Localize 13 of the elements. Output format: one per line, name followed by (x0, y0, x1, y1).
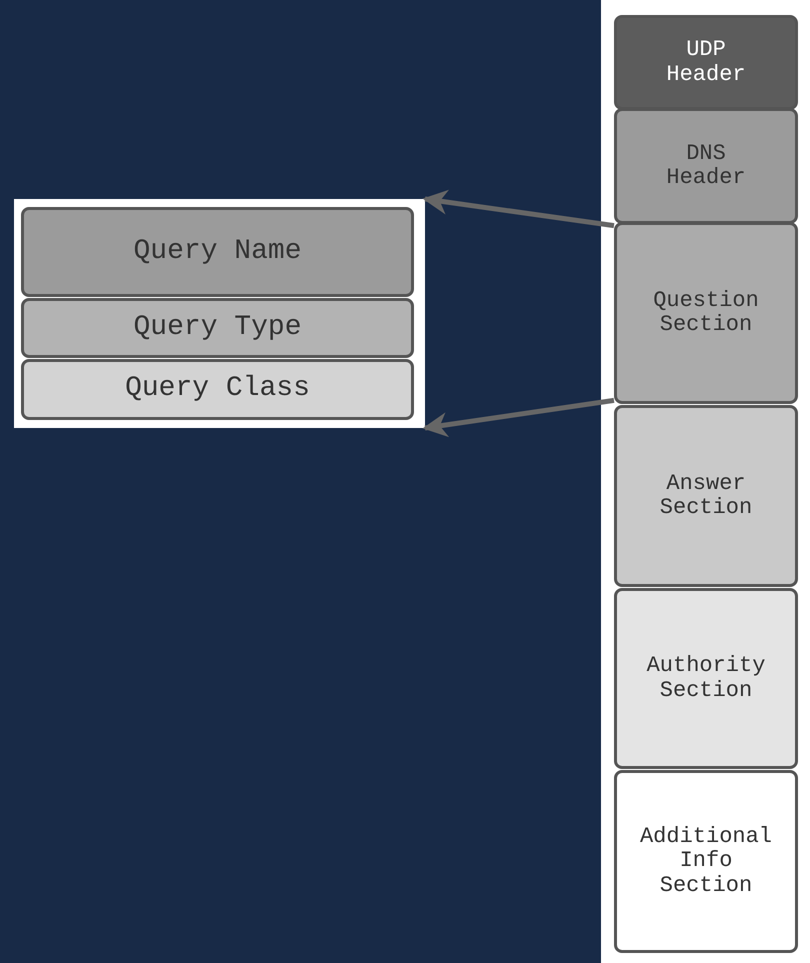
section-box: Additional Info Section (614, 770, 798, 953)
field-box: Query Type (21, 298, 414, 358)
section-box: Answer Section (614, 405, 798, 587)
arrow (422, 190, 614, 228)
header-box: UDP Header (614, 15, 798, 110)
expansion-panel (14, 199, 425, 428)
field-box: Query Class (21, 359, 414, 420)
header-box: DNS Header (614, 108, 798, 224)
packet-column (601, 0, 810, 963)
arrow (422, 398, 614, 438)
section-box: Question Section (614, 222, 798, 404)
section-box: Authority Section (614, 588, 798, 769)
field-box: Query Name (21, 207, 414, 297)
